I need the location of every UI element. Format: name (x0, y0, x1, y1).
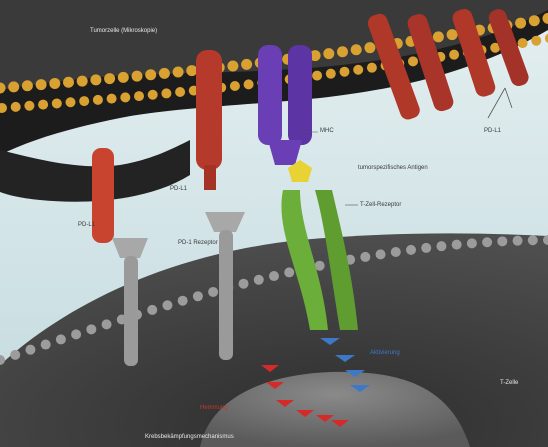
lipid-head (408, 56, 418, 66)
lipid-head (93, 95, 103, 105)
lipid-head (367, 63, 377, 73)
lipid-head (90, 74, 101, 85)
lipid-head (159, 68, 170, 79)
lipid-head (376, 249, 386, 259)
lipid-head (38, 100, 48, 110)
lipid-head (513, 236, 523, 246)
lipid-head (77, 76, 88, 87)
lipid-head (230, 81, 240, 91)
t-cell-label: T-Zelle (500, 380, 518, 386)
lipid-head (71, 329, 81, 339)
pd-l1-left-label: PD-L1 (78, 222, 95, 228)
lipid-head (107, 94, 117, 104)
lipid-head (421, 243, 431, 253)
lipid-head (447, 29, 458, 40)
lipid-head (41, 340, 51, 350)
inhibition-signal-label: Hemmung (200, 405, 228, 411)
lipid-head (227, 60, 238, 71)
lipid-head (56, 334, 66, 344)
lipid-head (86, 324, 96, 334)
activation-signal-label: Aktivierung (370, 350, 400, 356)
pd-1-receptor-label: PD-1 Rezeptor (178, 240, 218, 246)
lipid-head (326, 69, 336, 79)
lipid-head (244, 79, 254, 89)
lipid-head (531, 36, 541, 46)
lipid-head (175, 87, 185, 97)
lipid-head (337, 46, 348, 57)
lipid-head (134, 91, 144, 101)
lipid-head (482, 237, 492, 247)
lipid-head (406, 245, 416, 255)
lipid-head (239, 279, 249, 289)
lipid-head (25, 345, 35, 355)
lipid-head (364, 42, 375, 53)
lipid-head (36, 79, 47, 90)
lipid-head (186, 65, 197, 76)
lipid-head (161, 88, 171, 98)
mhc-label: MHC (320, 128, 334, 134)
lipid-head (436, 241, 446, 251)
lipid-head (132, 71, 143, 82)
lipid-head (148, 90, 158, 100)
lipid-head (433, 31, 444, 42)
tumor-cell-label: Tumorzelle (Mikroskopie) (90, 28, 157, 34)
lipid-head (145, 69, 156, 80)
lipid-head (312, 71, 322, 81)
lipid-head (10, 350, 20, 360)
lipid-head (66, 97, 76, 107)
lipid-head (353, 65, 363, 75)
lipid-head (323, 48, 334, 59)
lipid-head (518, 38, 528, 48)
lipid-head (241, 59, 252, 70)
lipid-head (528, 235, 538, 245)
lipid-head (79, 96, 89, 106)
lipid-head (120, 92, 130, 102)
lipid-head (391, 247, 401, 257)
pd-l1-molecule (196, 50, 222, 170)
lipid-head (360, 252, 370, 262)
lipid-head (269, 271, 279, 281)
pd-l1-middle-label: PD-L1 (170, 186, 187, 192)
pd-l1-molecule (92, 148, 114, 243)
lipid-head (340, 67, 350, 77)
lipid-head (63, 77, 74, 88)
lipid-head (173, 67, 184, 78)
lipid-head (452, 240, 462, 250)
lipid-head (52, 98, 62, 108)
lipid-head (515, 18, 526, 29)
lipid-head (208, 287, 218, 297)
lipid-head (22, 80, 33, 91)
lipid-head (11, 102, 21, 112)
lipid-head (351, 44, 362, 55)
pd-l1-left (92, 148, 114, 243)
lipid-head (449, 50, 459, 60)
tumor-antigen-label: tumorspezifisches Antigen (358, 165, 428, 171)
bottom-caption: Krebsbekämpfungsmechanismus (145, 434, 234, 440)
pd-l1-right-label: PD-L1 (484, 128, 501, 134)
lipid-head (102, 319, 112, 329)
lipid-head (254, 275, 264, 285)
lipid-head (497, 236, 507, 246)
lipid-head (284, 267, 294, 277)
lipid-head (467, 238, 477, 248)
lipid-head (529, 15, 540, 26)
lipid-head (162, 300, 172, 310)
lipid-head (178, 296, 188, 306)
lipid-head (24, 101, 34, 111)
t-cell-receptor-label: T-Zell-Rezeptor (360, 202, 401, 208)
lipid-head (193, 291, 203, 301)
lipid-head (49, 78, 60, 89)
lipid-head (8, 81, 19, 92)
pd-l1-stalk (204, 165, 216, 190)
lipid-head (104, 73, 115, 84)
lipid-head (118, 72, 129, 83)
lipid-head (147, 305, 157, 315)
